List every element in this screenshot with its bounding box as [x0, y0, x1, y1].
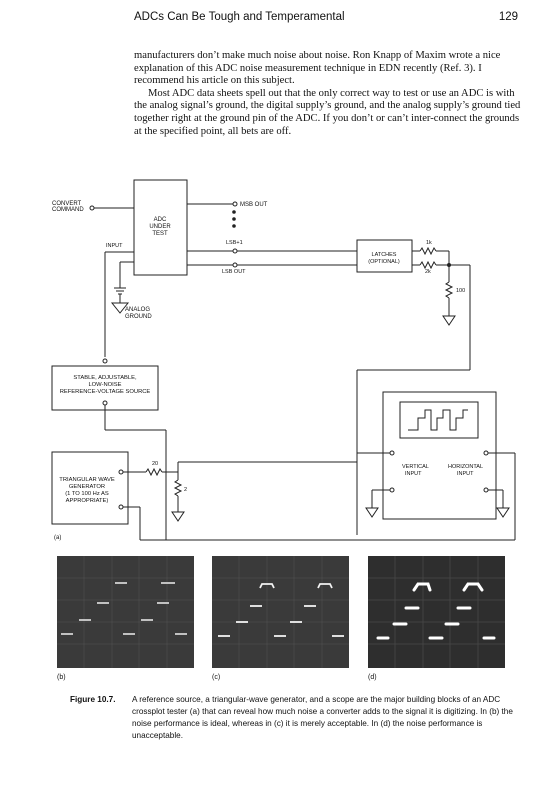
tri-label-1: TRIANGULAR WAVE [59, 477, 115, 483]
analog-ground-label-1: ANALOG [125, 307, 150, 313]
lsb-label: LSB OUT [222, 269, 246, 275]
scope-photo-c [212, 556, 349, 668]
reference-label-3: REFERENCE-VOLTAGE SOURCE [60, 389, 151, 395]
reference-label-1: STABLE, ADJUSTABLE, [73, 375, 137, 381]
photo-c-label: (c) [212, 674, 221, 681]
analog-ground-symbol [110, 302, 130, 314]
convert-label-1: CONVERT [52, 201, 82, 207]
figure-caption: Figure 10.7. A reference source, a trian… [70, 694, 518, 742]
convert-label-2: COMMAND [52, 207, 84, 213]
ground-symbol [442, 315, 456, 326]
body-text: manufacturers don’t make much noise abou… [134, 50, 522, 138]
msb-terminal [232, 201, 238, 207]
adc-label-1: ADC [154, 217, 167, 223]
tri-ground-symbol [171, 511, 185, 522]
input-label: INPUT [106, 243, 123, 249]
scope-photo-d [368, 556, 505, 668]
ref-terminal-top [102, 358, 108, 364]
running-title: ADCs Can Be Tough and Temperamental [134, 11, 345, 23]
lsb1-label: LSB+1 [226, 240, 243, 246]
msb-label: MSB OUT [240, 202, 268, 208]
horizontal-gnd-terminal [483, 487, 489, 493]
scope-screen [399, 401, 479, 439]
r2-label: 2 [184, 487, 187, 493]
photo-b-label: (b) [57, 674, 66, 681]
adc-label-3: TEST [152, 231, 168, 237]
convert-terminal [89, 205, 95, 211]
r20-label: 20 [152, 461, 158, 467]
paragraph-1: manufacturers don’t make much noise abou… [134, 50, 501, 87]
tri-label-3: (1 TO 100 Hz AS [65, 491, 109, 497]
tri-terminal-bottom [118, 504, 124, 510]
circuit-diagram: ADC UNDER TEST CONVERT COMMAND MSB OUT L… [51, 179, 516, 541]
running-header: ADCs Can Be Tough and Temperamental 129 [134, 11, 518, 27]
horizontal-label-1: HORIZONTAL [448, 464, 483, 470]
scope-photo-b [57, 556, 194, 668]
vertical-input-terminal [389, 450, 395, 456]
oscilloscope-box [382, 391, 497, 520]
reference-box [51, 365, 159, 411]
page-number: 129 [498, 11, 518, 23]
lsb-terminal [232, 262, 238, 268]
analog-ground-label-2: GROUND [125, 314, 152, 320]
vertical-label-2: INPUT [405, 471, 422, 477]
r1k-label: 1k [426, 240, 432, 246]
tri-terminal-top [118, 469, 124, 475]
photo-d-label: (d) [368, 674, 377, 681]
vertical-label-1: VERTICAL [402, 464, 429, 470]
latches-label-1: LATCHES [372, 252, 397, 258]
triangle-generator-box [51, 451, 129, 525]
caption-text: A reference source, a triangular-wave ge… [132, 695, 513, 740]
latches-label-2: (OPTIONAL) [368, 259, 400, 265]
figure-number: Figure 10.7. [70, 695, 116, 704]
ref-terminal-bottom [102, 400, 108, 406]
lsb1-terminal [232, 248, 238, 254]
paragraph-2: Most ADC data sheets spell out that the … [134, 87, 521, 137]
vertical-gnd-terminal [389, 487, 395, 493]
r2k-label: 2k [425, 269, 431, 275]
horizontal-label-2: INPUT [457, 471, 474, 477]
latches-box [356, 239, 413, 273]
r100-label: 100 [456, 288, 465, 294]
tri-label-4: APPROPRIATE) [66, 498, 109, 504]
adc-label-2: UNDER [149, 224, 171, 230]
figure-a-label: (a) [54, 535, 61, 541]
tri-label-2: GENERATOR [69, 484, 105, 490]
reference-label-2: LOW-NOISE [88, 382, 121, 388]
horizontal-input-terminal [483, 450, 489, 456]
adc-box [133, 179, 188, 276]
